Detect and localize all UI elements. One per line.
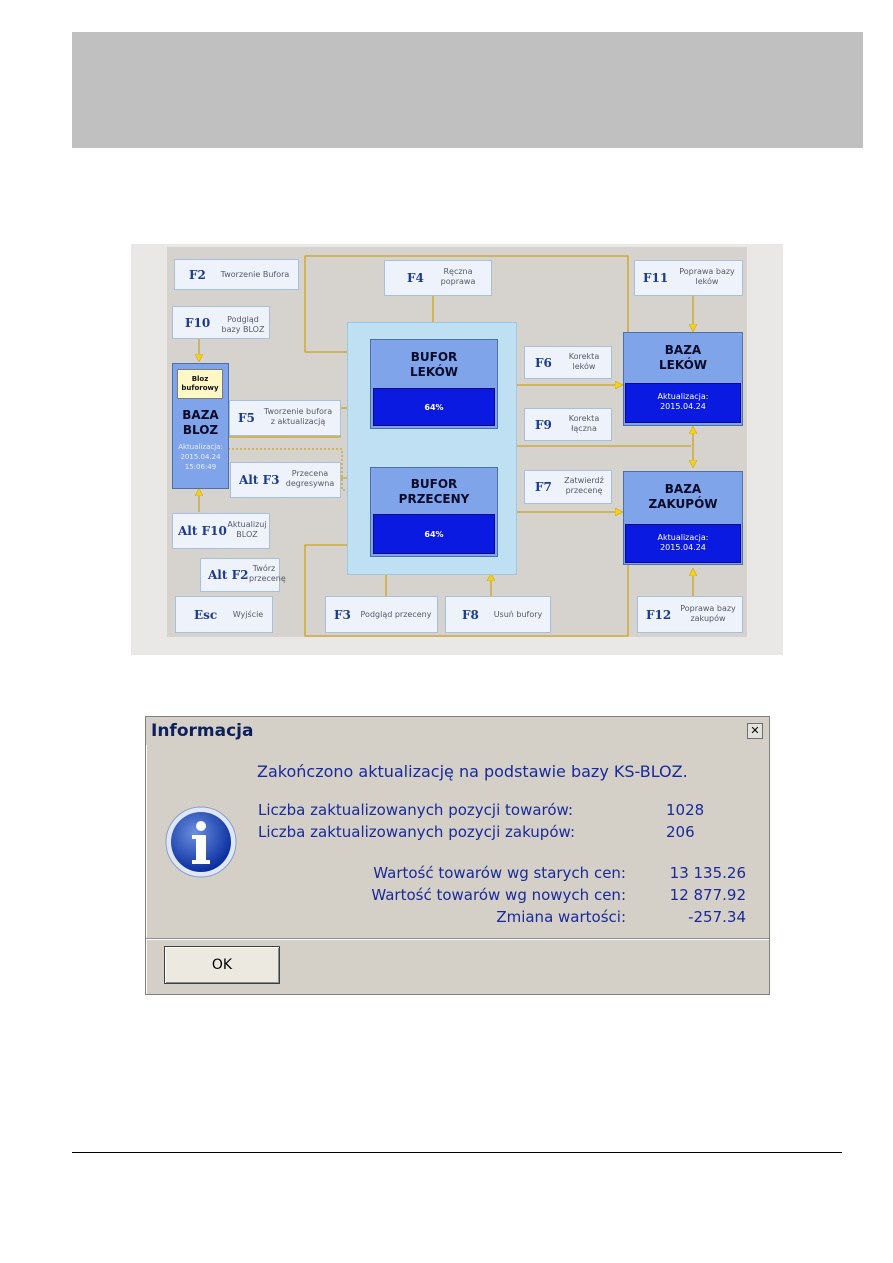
key-label: F8 — [462, 607, 479, 622]
key-label: Alt F10 — [178, 524, 227, 538]
key-description: Usuń bufory — [493, 609, 543, 619]
value-label: Wartość towarów wg nowych cen: — [371, 886, 626, 904]
key-description: Tworzenie Bufora — [220, 269, 290, 279]
esc-exit-button[interactable]: Esc Wyjście — [175, 596, 273, 633]
stat-value: 206 — [666, 823, 695, 841]
key-label: F6 — [535, 355, 552, 370]
discount-buffer-progress: 64% — [373, 514, 495, 554]
key-label: Alt F2 — [208, 568, 249, 582]
progress-label: 64% — [424, 530, 444, 539]
key-label: Esc — [194, 607, 218, 622]
key-label: F7 — [535, 480, 552, 494]
dialog-title: Informacja — [151, 721, 254, 741]
key-label: F11 — [643, 271, 669, 285]
close-icon[interactable]: ✕ — [747, 723, 763, 739]
drugs-database-update: Aktualizacja:2015.04.24 — [625, 383, 741, 423]
drugs-buffer-progress: 64% — [373, 388, 495, 426]
f3-preview-discount-button[interactable]: F3 Podgląd przeceny — [325, 596, 438, 633]
f2-create-buffer-button[interactable]: F2 Tworzenie Bufora — [174, 259, 299, 290]
key-label: F9 — [535, 417, 552, 432]
footer-rule — [72, 1152, 842, 1153]
update-info: Aktualizacja:2015.04.24 — [657, 533, 709, 552]
progress-label: 64% — [424, 403, 444, 412]
value-amount: 12 877.92 — [669, 886, 746, 904]
information-dialog: Informacja ✕ Zakończono aktualizację na … — [145, 716, 770, 995]
stat-label: Liczba zaktualizowanych pozycji towarów: — [258, 801, 574, 819]
info-icon — [165, 806, 237, 878]
key-label: F3 — [334, 607, 351, 622]
stat-label: Liczba zaktualizowanych pozycji zakupów: — [258, 823, 576, 841]
f8-delete-buffers-button[interactable]: F8 Usuń bufory — [445, 596, 551, 633]
value-amount: -257.34 — [688, 908, 746, 926]
purchases-database-update: Aktualizacja:2015.04.24 — [625, 524, 741, 563]
stat-value: 1028 — [666, 801, 705, 819]
value-amount: 13 135.26 — [669, 864, 746, 882]
key-label: Alt F3 — [239, 473, 280, 487]
key-description: Wyjście — [232, 609, 264, 619]
key-label: F10 — [185, 315, 211, 330]
update-info: Aktualizacja:2015.04.24 — [657, 392, 709, 411]
dialog-message: Zakończono aktualizację na podstawie baz… — [257, 762, 688, 781]
key-label: F4 — [407, 271, 424, 285]
ok-button[interactable]: OK — [164, 946, 280, 984]
key-label: F5 — [238, 411, 255, 425]
key-label: F12 — [646, 607, 672, 622]
key-description: Podgląd przeceny — [360, 609, 432, 619]
value-label: Wartość towarów wg starych cen: — [373, 864, 626, 882]
key-label: F2 — [189, 267, 206, 282]
value-label: Zmiana wartości: — [496, 908, 626, 926]
dialog-titlebar: Informacja ✕ — [146, 717, 769, 745]
header-band — [72, 32, 863, 148]
dialog-separator — [146, 938, 769, 940]
